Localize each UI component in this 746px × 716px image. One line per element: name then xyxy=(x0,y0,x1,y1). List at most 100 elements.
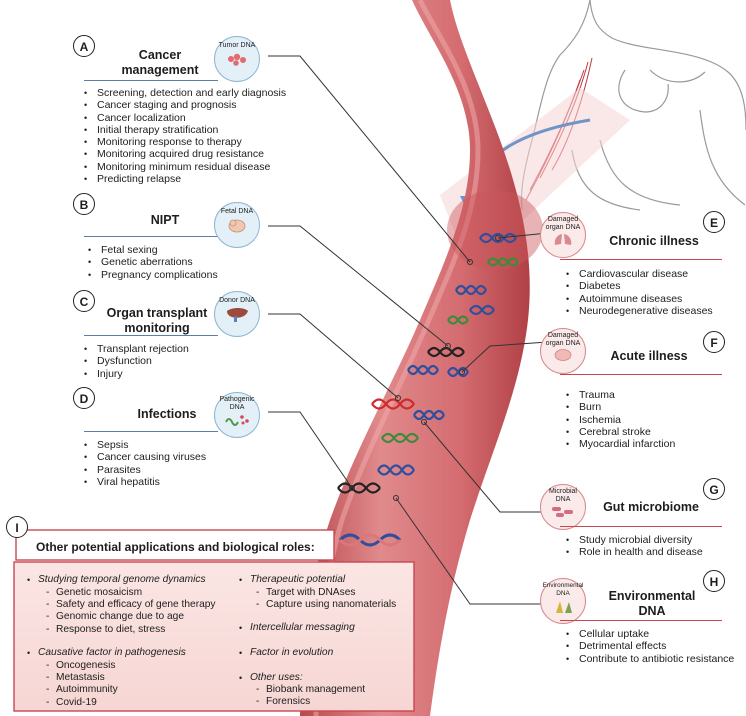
list-item: Dysfunction xyxy=(84,355,189,368)
panel-g-letter: G xyxy=(703,478,725,500)
dna-strand xyxy=(447,315,469,325)
panel-f-icon-label: Damaged organ DNA xyxy=(545,332,581,347)
damaged-organ-dna-icon-lungs: Damaged organ DNA xyxy=(540,212,586,258)
other-right-head-1: Intercellular messaging xyxy=(239,622,355,634)
panel-b-list: Fetal sexing Genetic aberrations Pregnan… xyxy=(88,244,218,281)
lungs-icon xyxy=(554,234,572,245)
dna-strand xyxy=(479,232,517,244)
panel-g-title: Gut microbiome xyxy=(603,500,699,514)
list-item: Covid-19 xyxy=(46,697,118,709)
liver-icon xyxy=(227,308,248,322)
panel-g-underline xyxy=(560,526,722,527)
dna-strand xyxy=(371,398,415,410)
environmental-dna-icon: Environmental DNA xyxy=(540,578,586,624)
list-item: Capture using nanomaterials xyxy=(256,599,396,611)
panel-a-underline xyxy=(84,80,218,81)
list-item: Genetic aberrations xyxy=(88,256,218,269)
panel-c-title: Organ transplant monitoring xyxy=(106,306,208,335)
panel-h-title: Environmental DNA xyxy=(608,589,696,618)
list-item: Monitoring minimum residual disease xyxy=(84,161,286,174)
dna-strand xyxy=(407,364,439,376)
panel-f-title: Acute illness xyxy=(610,349,688,363)
list-item: Monitoring acquired drug resistance xyxy=(84,148,286,161)
pathogenic-dna-icon: Pathogenic DNA xyxy=(214,392,260,438)
panel-i-letter: I xyxy=(6,516,28,538)
panel-a-title: Cancer management xyxy=(121,48,199,77)
other-left-head-1: Causative factor in pathogenesis xyxy=(27,647,186,659)
list-item: Transplant rejection xyxy=(84,343,189,356)
panel-d-icon-label: Pathogenic DNA xyxy=(219,396,255,411)
list-item: Contribute to antibiotic resistance xyxy=(566,653,734,666)
other-right-head-2: Factor in evolution xyxy=(239,647,333,659)
vessel-lumen xyxy=(447,190,543,270)
list-item: Autoimmune diseases xyxy=(566,293,713,306)
panel-e-title: Chronic illness xyxy=(609,234,699,248)
list-item: Safety and efficacy of gene therapy xyxy=(46,599,216,611)
panel-a-icon-label: Tumor DNA xyxy=(218,42,256,49)
other-left-head-0: Studying temporal genome dynamics xyxy=(27,574,206,586)
dna-strands xyxy=(337,232,519,494)
damaged-organ-dna-icon-brain: Damaged organ DNA xyxy=(540,328,586,374)
list-item: Predicting relapse xyxy=(84,173,286,186)
list-item: Monitoring response to therapy xyxy=(84,136,286,149)
other-left-subs-0: Genetic mosaicism Safety and efficacy of… xyxy=(46,587,216,636)
panel-b-letter: B xyxy=(73,193,95,215)
panel-e-letter: E xyxy=(703,211,725,233)
panel-d-letter: D xyxy=(73,387,95,409)
dna-strand xyxy=(381,432,419,444)
panel-h-list: Cellular uptake Detrimental effects Cont… xyxy=(566,628,734,665)
panel-h-letter: H xyxy=(703,570,725,592)
panel-d-underline xyxy=(84,431,218,432)
panel-f-list: Trauma Burn Ischemia Cerebral stroke Myo… xyxy=(566,389,675,451)
list-item: Cellular uptake xyxy=(566,628,734,641)
dna-strand xyxy=(487,257,519,267)
panel-b-underline xyxy=(84,236,218,237)
list-item: Fetal sexing xyxy=(88,244,218,257)
panel-b-icon-label: Fetal DNA xyxy=(220,208,254,215)
list-item: Response to diet, stress xyxy=(46,624,216,636)
other-right-head-3: Other uses: xyxy=(239,672,303,684)
fetus-icon xyxy=(228,219,246,233)
dna-strand xyxy=(337,482,381,494)
list-item: Screening, detection and early diagnosis xyxy=(84,87,286,100)
panel-h-underline xyxy=(560,620,722,621)
list-item: Cancer causing viruses xyxy=(84,451,206,464)
panel-c-icon-label: Donor DNA xyxy=(219,297,255,304)
list-item: Ischemia xyxy=(566,414,675,427)
list-item: Forensics xyxy=(256,696,365,708)
other-right-subs-0: Target with DNAses Capture using nanomat… xyxy=(256,587,396,612)
list-item: Initial therapy stratification xyxy=(84,124,286,137)
panel-f-letter: F xyxy=(703,331,725,353)
panel-e-underline xyxy=(560,259,722,260)
list-item: Pregnancy complications xyxy=(88,269,218,282)
list-item: Trauma xyxy=(566,389,675,402)
other-left-subs-1: Oncogenesis Metastasis Autoimmunity Covi… xyxy=(46,660,118,709)
list-item: Cancer staging and prognosis xyxy=(84,99,286,112)
panel-g-icon-label: Microbial DNA xyxy=(548,488,577,503)
microbial-dna-icon: Microbial DNA xyxy=(540,484,586,530)
dna-strand xyxy=(455,284,487,296)
list-item: Autoimmunity xyxy=(46,684,118,696)
panel-d-title: Infections xyxy=(137,407,197,421)
list-item: Viral hepatitis xyxy=(84,476,206,489)
panel-e-icon-label: Damaged organ DNA xyxy=(545,216,581,231)
list-item: Genetic mosaicism xyxy=(46,587,216,599)
panel-c-list: Transplant rejection Dysfunction Injury xyxy=(84,343,189,380)
list-item: Study microbial diversity xyxy=(566,534,703,547)
panel-c-underline xyxy=(84,335,218,336)
list-item: Injury xyxy=(84,368,189,381)
dna-strand xyxy=(469,304,495,316)
other-right-head-0: Therapeutic potential xyxy=(239,574,345,586)
bacteria-icon xyxy=(552,507,573,517)
list-item: Detrimental effects xyxy=(566,640,734,653)
list-item: Parasites xyxy=(84,464,206,477)
list-item: Cancer localization xyxy=(84,112,286,125)
fetal-dna-icon: Fetal DNA xyxy=(214,202,260,248)
panel-e-list: Cardiovascular disease Diabetes Autoimmu… xyxy=(566,268,713,317)
tumor-dna-icon: Tumor DNA xyxy=(214,36,260,82)
connector-lines xyxy=(268,55,549,605)
list-item: Neurodegenerative diseases xyxy=(566,305,713,318)
panel-g-list: Study microbial diversity Role in health… xyxy=(566,534,703,559)
list-item: Target with DNAses xyxy=(256,587,396,599)
panel-c-letter: C xyxy=(73,290,95,312)
